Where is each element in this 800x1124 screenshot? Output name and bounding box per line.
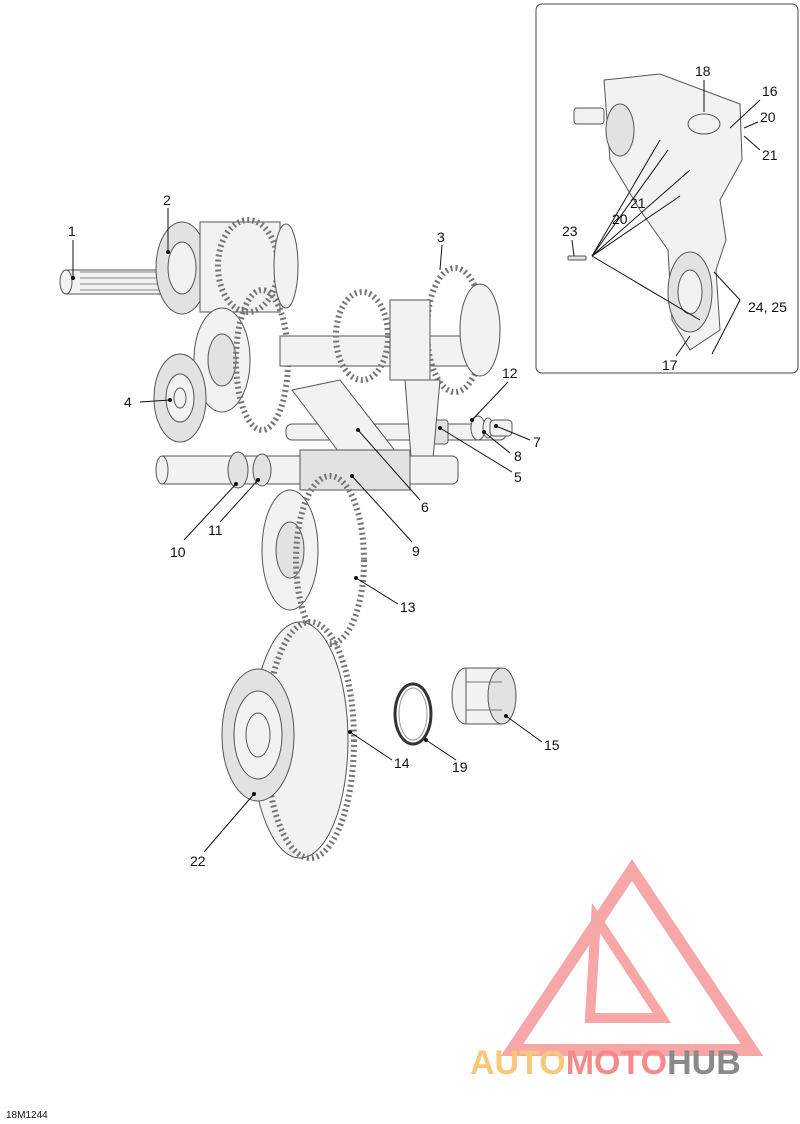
- watermark-word-moto: MOTO: [565, 1044, 668, 1082]
- callout-9: 9: [412, 543, 420, 559]
- gear-assembly-drawing: [59, 217, 517, 861]
- callout-12: 12: [502, 365, 518, 381]
- callout-14: 14: [394, 755, 410, 771]
- callout-19: 19: [452, 759, 468, 775]
- inset-callout-18: 18: [695, 63, 711, 79]
- callout-3: 3: [437, 229, 445, 245]
- inset-view: 18 16 20 21 21 20 23 24, 25 17: [535, 3, 799, 374]
- callout-11: 11: [208, 522, 223, 538]
- callout-4: 4: [124, 394, 132, 410]
- inset-callout-20-right: 20: [760, 109, 776, 125]
- callout-7: 7: [533, 434, 541, 450]
- callout-2: 2: [163, 192, 171, 208]
- inset-callout-24-25: 24, 25: [748, 299, 787, 315]
- watermark-logo: [500, 859, 764, 1056]
- callout-5: 5: [514, 469, 522, 485]
- figure-id: 18M1244: [6, 1110, 48, 1121]
- inset-callout-20-left: 20: [612, 211, 628, 227]
- callout-15: 15: [544, 737, 560, 753]
- inset-callout-17: 17: [662, 357, 678, 373]
- leader-lines: [71, 208, 543, 853]
- callout-22: 22: [190, 853, 206, 869]
- main-callouts: 1 2 3 4 5 6 7 8 9 10 11 12 13 14 15 19 2…: [68, 192, 560, 869]
- callout-13: 13: [400, 599, 416, 615]
- callout-6: 6: [421, 499, 429, 515]
- watermark-wordmark: AUTOMOTOHUB: [470, 1038, 800, 1088]
- inset-callout-23: 23: [562, 223, 578, 239]
- watermark-word-hub: HUB: [667, 1044, 741, 1082]
- watermark-word-auto: AUTO: [470, 1044, 566, 1082]
- inset-callout-16: 16: [762, 83, 778, 99]
- callout-1: 1: [68, 223, 76, 239]
- callout-8: 8: [514, 448, 522, 464]
- inset-callout-21-left: 21: [630, 195, 646, 211]
- inset-callout-21-right: 21: [762, 147, 778, 163]
- callout-10: 10: [170, 544, 186, 560]
